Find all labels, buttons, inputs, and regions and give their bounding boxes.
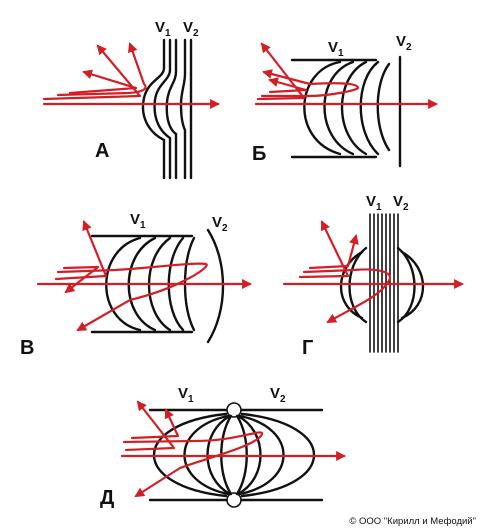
- panel-a-v2-label: V2: [183, 19, 199, 39]
- panel-a-layer-lines: [141, 38, 193, 180]
- copyright-text: © ООО "Кирилл и Мефодий": [349, 516, 476, 527]
- panel-a: А V1 V2: [42, 19, 220, 180]
- panel-d-v2-label: V2: [270, 385, 286, 405]
- panel-b-rays: [254, 42, 438, 109]
- panel-d-label: Д: [100, 487, 114, 509]
- panel-v-label: В: [20, 337, 34, 359]
- panel-g-v2-label: V2: [393, 193, 409, 213]
- panel-d-v1-label: V1: [178, 385, 194, 405]
- panel-d: Д V1 V2: [100, 385, 346, 509]
- panel-a-rays: [42, 42, 220, 109]
- panel-b-layer-lines: [290, 55, 402, 168]
- panel-b-v2-label: V2: [396, 33, 412, 53]
- panel-v: В V1 V2: [20, 211, 252, 359]
- panel-v-rays: [36, 220, 252, 332]
- panel-b: Б V1 V2: [252, 33, 438, 168]
- panel-g-rays: [282, 220, 464, 324]
- panel-d-rays: [120, 400, 346, 498]
- panel-v-v2-label: V2: [212, 214, 228, 234]
- panel-g: Г V1 V2: [282, 193, 464, 359]
- panel-b-label: Б: [252, 143, 266, 165]
- panel-g-label: Г: [302, 337, 313, 359]
- panel-v-v1-label: V1: [130, 211, 146, 231]
- panel-a-v1-label: V1: [155, 19, 171, 39]
- panel-b-v1-label: V1: [328, 39, 344, 59]
- panel-g-v1-label: V1: [366, 193, 382, 213]
- panel-a-label: А: [95, 140, 109, 162]
- panel-v-layer-lines: [90, 228, 225, 344]
